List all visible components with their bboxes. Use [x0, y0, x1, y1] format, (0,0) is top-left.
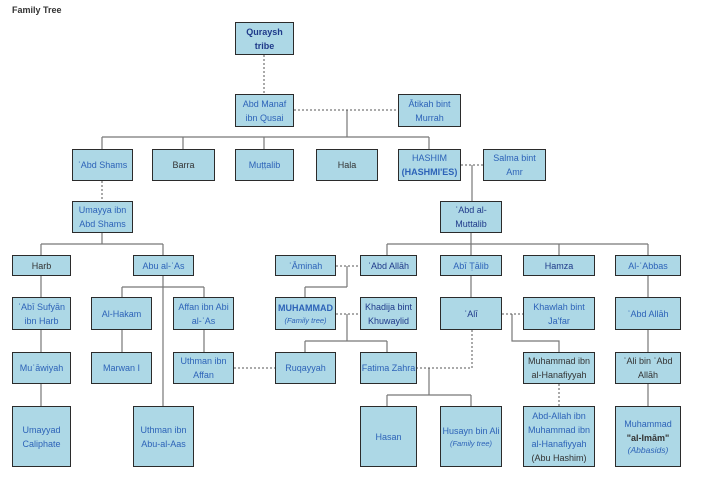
node-label: Hala	[337, 160, 357, 170]
node-label: Abd-Allah ibn Muhammad ibn al-Hanafiyyah	[527, 410, 591, 449]
node-label: Muhammad	[624, 419, 672, 429]
node-hasan[interactable]: Hasan	[360, 406, 417, 467]
node-label: Ātikah bint Murrah	[408, 98, 451, 123]
node-umayyad-caliphate[interactable]: Umayyad Caliphate	[12, 406, 71, 467]
node-label: Salma bint Amr	[493, 153, 536, 177]
node-label: ʿAbd al-Muttalib	[455, 205, 487, 229]
node-label: ʿAlī	[464, 308, 478, 319]
family-tree-link[interactable]: (Family tree)	[449, 439, 493, 448]
node-muhammad-al-imam[interactable]: Muhammad "al-Imām" (Abbasids)	[615, 406, 681, 467]
node-husayn[interactable]: Husayn bin Ali (Family tree)	[440, 406, 502, 467]
node-label: Fatima Zahra	[361, 363, 416, 373]
node-label: Marwan I	[102, 363, 140, 373]
node-atikah[interactable]: Ātikah bint Murrah	[398, 94, 461, 127]
node-label: Quraysh tribe	[246, 26, 283, 51]
node-khadija[interactable]: Khadija bint Khuwaylid	[360, 297, 417, 330]
node-muttalib[interactable]: Muṭṭalib	[235, 149, 294, 181]
node-fatima[interactable]: Fatima Zahra	[360, 352, 417, 384]
node-label: Uthman ibn Affan	[180, 356, 227, 380]
node-abd-allah[interactable]: ʿAbd Allāh	[360, 255, 417, 276]
node-label: Affan ibn Abi al-ʿAs	[178, 301, 229, 326]
node-barra[interactable]: Barra	[152, 149, 215, 181]
node-label: Khawlah bint Ja'far	[533, 301, 585, 326]
node-label: ʿAli bin ʿAbd Allāh	[623, 356, 673, 380]
node-label: Muʿāwiyah	[19, 363, 64, 373]
node-label: Uthman ibn Abu-al-Aas	[140, 424, 187, 449]
node-label: MUHAMMAD	[278, 303, 333, 313]
node-label: Barra	[172, 160, 195, 170]
node-label: Al-Hakam	[101, 308, 142, 319]
node-umayya[interactable]: Umayya ibn Abd Shams	[72, 201, 133, 233]
node-label: Harb	[31, 260, 52, 271]
node-affan[interactable]: Affan ibn Abi al-ʿAs	[173, 297, 234, 330]
node-uthman-ibn-affan[interactable]: Uthman ibn Affan	[173, 352, 234, 384]
node-abu-hashim[interactable]: Abd-Allah ibn Muhammad ibn al-Hanafiyyah…	[523, 406, 595, 467]
node-label: ʿAbd Shams	[77, 160, 128, 170]
node-label: Al-ʿAbbas	[628, 260, 668, 271]
node-abi-talib[interactable]: Abī Ṭālib	[440, 255, 502, 276]
node-label: ʾĀminah	[288, 260, 323, 271]
node-label: ʿAbd Allāh	[367, 260, 410, 271]
diagram-title: Family Tree	[12, 5, 62, 15]
node-salma[interactable]: Salma bint Amr	[483, 149, 546, 181]
node-label: Abd Manaf ibn Qusai	[242, 98, 287, 123]
node-sublabel: (HASHMI'ES)	[401, 167, 458, 177]
node-label: Khadija bint Khuwaylid	[364, 301, 413, 326]
node-abd-allah-ibn-abbas[interactable]: ʿAbd Allāh	[615, 297, 681, 330]
node-label: Muṭṭalib	[248, 160, 281, 170]
node-label: ʿAbd Allāh	[627, 308, 669, 319]
node-hashim[interactable]: HASHIM (HASHMI'ES)	[398, 149, 461, 181]
node-sublabel: (Abu Hashim)	[531, 452, 587, 463]
node-abd-shams[interactable]: ʿAbd Shams	[72, 149, 133, 181]
node-label: ʾAbī Sufyān ibn Harb	[17, 301, 66, 326]
node-uthman-ibn-abu-al-aas[interactable]: Uthman ibn Abu-al-Aas	[133, 406, 194, 467]
node-muawiyah[interactable]: Muʿāwiyah	[12, 352, 71, 384]
node-label: Hamza	[544, 260, 574, 271]
node-khawlah[interactable]: Khawlah bint Ja'far	[523, 297, 595, 330]
node-hamza[interactable]: Hamza	[523, 255, 595, 276]
node-label: Abī Ṭālib	[453, 260, 489, 271]
node-ali-bin-abd-allah[interactable]: ʿAli bin ʿAbd Allāh	[615, 352, 681, 384]
node-abd-al-muttalib[interactable]: ʿAbd al-Muttalib	[440, 201, 502, 233]
node-ali[interactable]: ʿAlī	[440, 297, 502, 330]
node-label: Umayya ibn Abd Shams	[78, 205, 127, 229]
node-label: Husayn bin Ali	[442, 426, 500, 436]
node-abu-al-as[interactable]: Abu al-ʿAs	[133, 255, 194, 276]
node-abd-manaf[interactable]: Abd Manaf ibn Qusai	[235, 94, 294, 127]
node-label: Hasan	[375, 431, 402, 442]
node-quraysh[interactable]: Quraysh tribe	[235, 22, 294, 55]
node-muhammad[interactable]: MUHAMMAD (Family tree)	[275, 297, 336, 330]
node-label: Abu al-ʿAs	[142, 260, 185, 271]
node-label: Umayyad Caliphate	[22, 424, 61, 449]
node-label: Ruqayyah	[285, 363, 326, 373]
family-tree-link[interactable]: (Family tree)	[284, 316, 327, 325]
node-hala[interactable]: Hala	[316, 149, 378, 181]
abbasids-link[interactable]: (Abbasids)	[627, 445, 669, 455]
node-aminah[interactable]: ʾĀminah	[275, 255, 336, 276]
node-ruqayyah[interactable]: Ruqayyah	[275, 352, 336, 384]
node-marwan[interactable]: Marwan I	[91, 352, 152, 384]
node-harb[interactable]: Harb	[12, 255, 71, 276]
node-label: Muhammad ibn al-Hanafiyyah	[527, 356, 591, 380]
node-al-abbas[interactable]: Al-ʿAbbas	[615, 255, 681, 276]
node-label: HASHIM	[411, 153, 447, 163]
node-al-hakam[interactable]: Al-Hakam	[91, 297, 152, 330]
node-abi-sufyan[interactable]: ʾAbī Sufyān ibn Harb	[12, 297, 71, 330]
node-ibn-al-hanafiyyah[interactable]: Muhammad ibn al-Hanafiyyah	[523, 352, 595, 384]
node-title: "al-Imām"	[626, 433, 670, 443]
